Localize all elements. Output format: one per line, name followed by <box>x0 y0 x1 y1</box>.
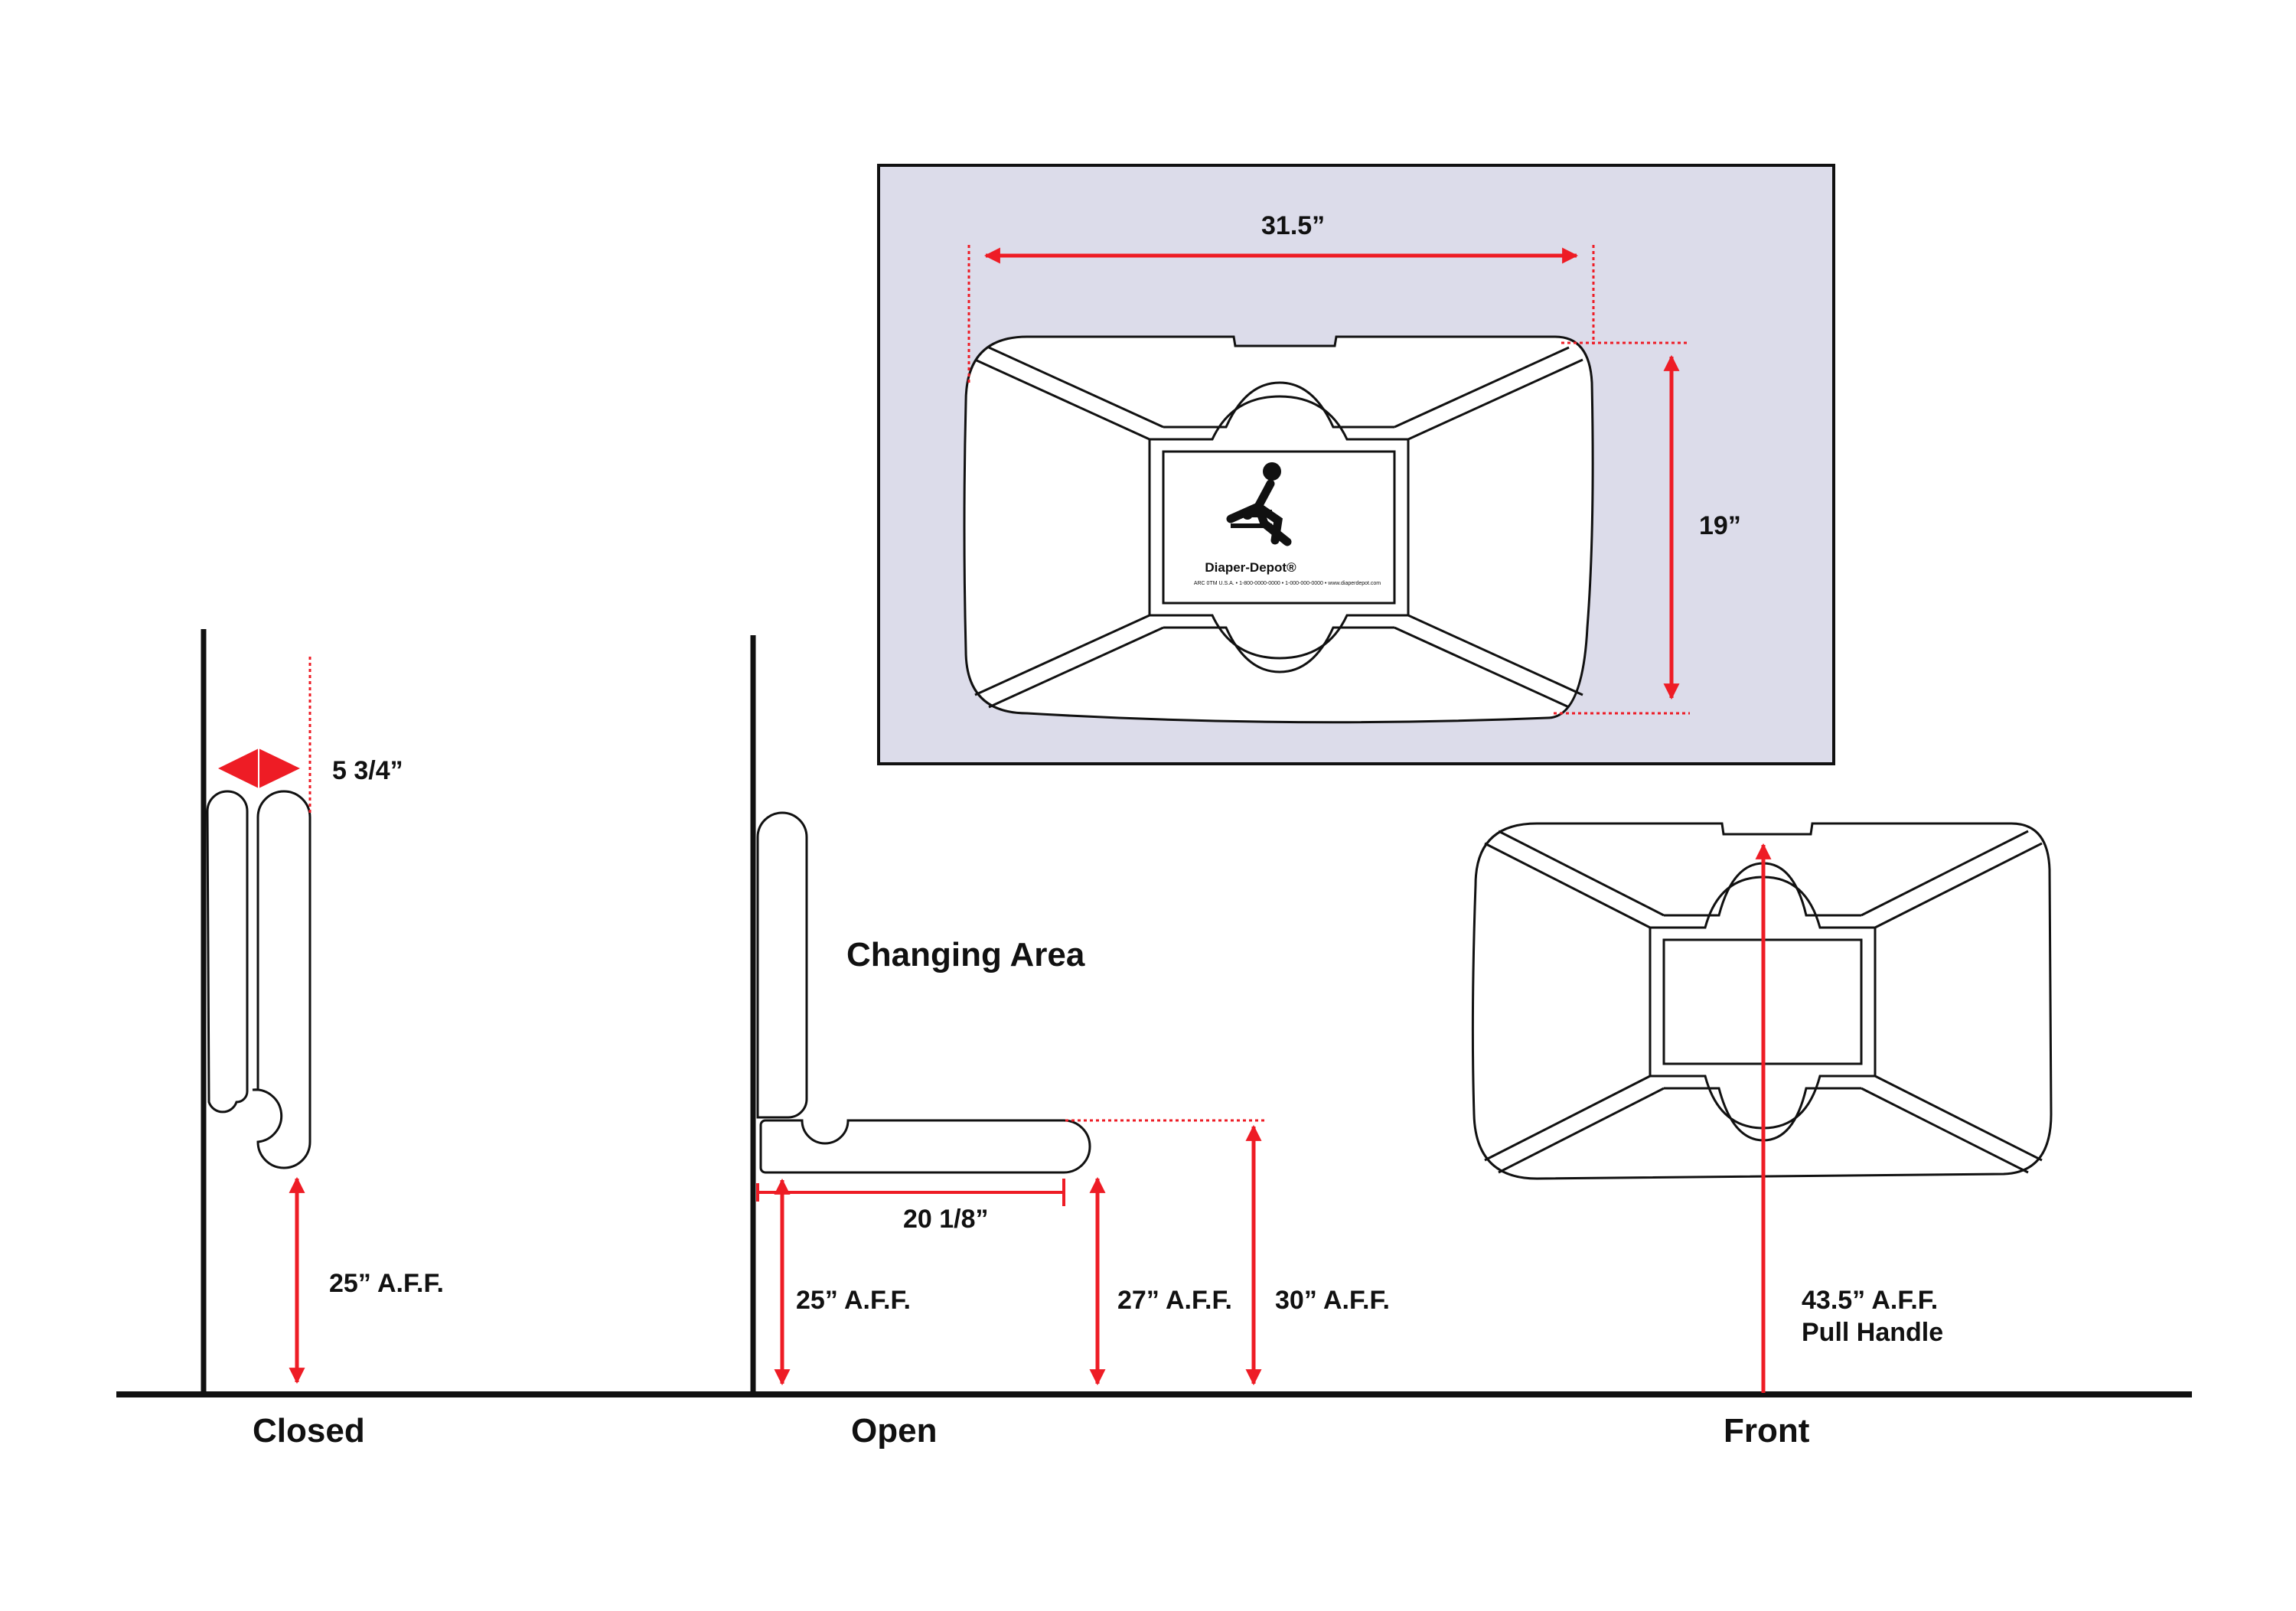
caption-open: Open <box>851 1412 937 1450</box>
open-unit-changing-surface <box>759 1119 1091 1174</box>
open-extension-label: 20 1/8” <box>903 1205 989 1234</box>
closed-height-label: 25” A.F.F. <box>329 1269 444 1298</box>
top-unit-ribs <box>974 346 1583 709</box>
closed-unit-panel-back <box>206 790 249 1114</box>
open-view: Changing Area 20 1/8” 25” A.F.F. 27” A.F… <box>750 635 1390 1450</box>
open-height-label-30: 30” A.F.F. <box>1275 1286 1390 1315</box>
closed-depth-marker <box>218 748 259 788</box>
baby-changing-icon <box>1226 462 1292 546</box>
open-height-label-27: 27” A.F.F. <box>1117 1286 1232 1315</box>
brand-fineprint: ARC 0TM U.S.A. • 1-800-0000-0000 • 1-000… <box>1194 581 1381 586</box>
changing-area-label: Changing Area <box>846 936 1085 973</box>
brand-label: Diaper-Depot® <box>1205 560 1296 575</box>
top-view: Diaper-Depot® ARC 0TM U.S.A. • 1-800-000… <box>877 164 1835 765</box>
top-width-label: 31.5” <box>1261 211 1325 240</box>
open-unit-back-panel <box>756 811 808 1119</box>
front-pull-handle-label: Pull Handle <box>1802 1318 1943 1347</box>
closed-depth-label: 5 3/4” <box>332 756 403 785</box>
front-view: 43.5” A.F.F. Pull Handle Front <box>1471 822 2053 1450</box>
front-height-label: 43.5” A.F.F. <box>1802 1286 1938 1315</box>
top-unit: Diaper-Depot® ARC 0TM U.S.A. • 1-800-000… <box>963 335 1594 724</box>
caption-closed: Closed <box>253 1412 365 1450</box>
top-height-label: 19” <box>1699 511 1741 540</box>
caption-front: Front <box>1724 1412 1810 1450</box>
closed-depth-marker-right <box>259 748 300 788</box>
open-height-label-25: 25” A.F.F. <box>796 1286 911 1315</box>
closed-unit-panel-front <box>252 790 311 1169</box>
closed-view: 5 3/4” 25” A.F.F. Closed <box>201 629 444 1450</box>
